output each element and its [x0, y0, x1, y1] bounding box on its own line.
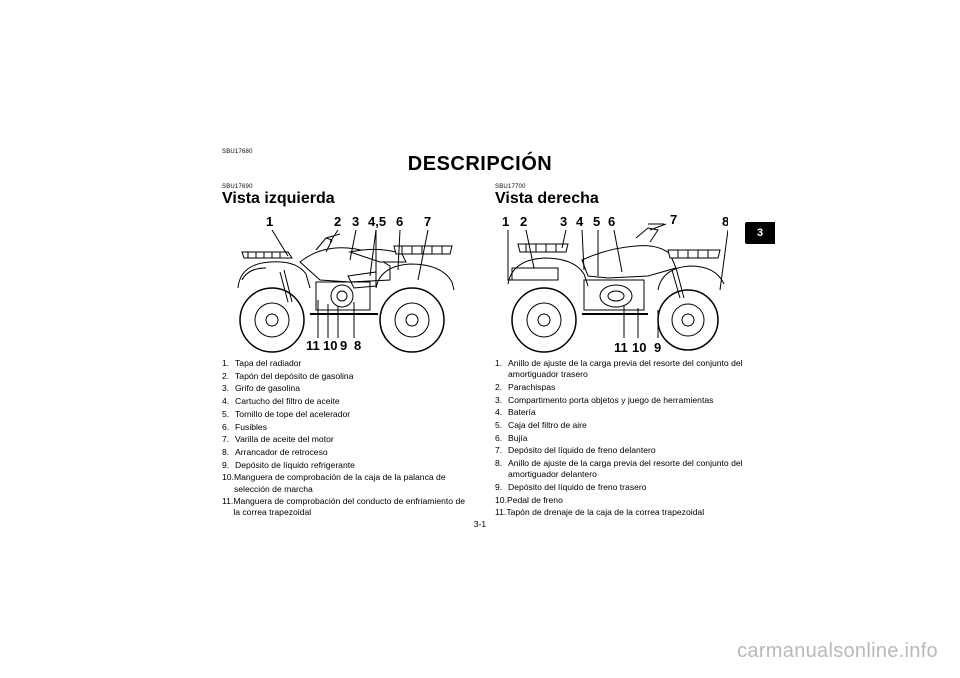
left-callout-10: 10	[323, 338, 337, 353]
left-callout-8: 8	[354, 338, 361, 353]
list-item: 7.Depósito del líquido de freno delanter…	[495, 445, 656, 456]
right-callout-11: 11	[614, 340, 628, 355]
right-callout-7: 7	[670, 212, 677, 227]
list-item: 4.Batería	[495, 407, 536, 418]
right-callout-6: 6	[608, 214, 615, 229]
list-item: 5.Caja del filtro de aire	[495, 420, 587, 431]
right-callout-10: 10	[632, 340, 646, 355]
left-callout-11: 11	[306, 338, 320, 353]
list-item: 8.Arrancador de retroceso	[222, 446, 328, 457]
right-callout-1: 1	[502, 214, 509, 229]
list-item: 4.Cartucho del filtro de aceite	[222, 396, 340, 407]
list-item: 10.Manguera de comprobación de la caja d…	[222, 472, 446, 494]
right-section-title: Vista derecha	[495, 190, 599, 207]
right-callout-2: 2	[520, 214, 527, 229]
right-legend-list: 1.Anillo de ajuste de la carga previa de…	[495, 358, 747, 520]
list-item: 11.Manguera de comprobación del conducto…	[222, 496, 466, 518]
right-callout-5: 5	[593, 214, 600, 229]
right-callout-9: 9	[654, 340, 661, 355]
list-item: 6.Fusibles	[222, 421, 267, 432]
list-item: 1.Anillo de ajuste de la carga previa de…	[495, 358, 743, 380]
list-item: 2.Parachispas	[495, 381, 556, 392]
left-callout-1: 1	[266, 214, 273, 229]
list-item: 9.Depósito del líquido de freno trasero	[495, 482, 647, 493]
left-section-code: SBU17690	[222, 184, 253, 190]
page-number: 3-1	[473, 519, 487, 529]
right-view-figure: 1 2 3 4 5 6 7 8 11 10 9	[498, 210, 728, 370]
list-item: 3.Grifo de gasolina	[222, 383, 300, 394]
page-code: SBU17680	[222, 149, 253, 155]
right-section-code: SBU17700	[495, 184, 526, 190]
list-item: 1.Tapa del radiador	[222, 358, 302, 368]
list-item: 6.Bujía	[495, 432, 528, 443]
list-item: 10.Pedal de freno	[495, 494, 563, 505]
left-callout-6: 6	[396, 214, 403, 229]
left-callout-9: 9	[340, 338, 347, 353]
right-callout-3: 3	[560, 214, 567, 229]
left-callout-4-5: 4,5	[368, 214, 386, 229]
left-section-title: Vista izquierda	[222, 190, 335, 207]
page-title: DESCRIPCIÓN	[407, 153, 553, 175]
left-view-figure: 1 2 3 4,5 6 7 11 10 9 8	[230, 210, 460, 370]
right-callout-8: 8	[722, 214, 728, 229]
chapter-tab: 3	[745, 222, 775, 244]
list-item: 8.Anillo de ajuste de la carga previa de…	[495, 458, 743, 480]
list-item: 3.Compartimento porta objetos y juego de…	[495, 394, 714, 405]
left-legend-list: 1.Tapa del radiador 2.Tapón del depósito…	[222, 358, 470, 520]
right-callout-4: 4	[576, 214, 584, 229]
left-callout-3: 3	[352, 214, 359, 229]
list-item: 5.Tornillo de tope del acelerador	[222, 408, 351, 419]
list-item: 9.Depósito de líquido refrigerante	[222, 459, 355, 470]
list-item: 7.Varilla de aceite del motor	[222, 434, 334, 445]
left-callout-7: 7	[424, 214, 431, 229]
list-item: 2.Tapón del depósito de gasolina	[222, 370, 354, 381]
list-item: 11.Tapón de drenaje de la caja de la cor…	[495, 507, 705, 518]
watermark: carmanualsonline.info	[737, 640, 938, 662]
left-callout-2: 2	[334, 214, 341, 229]
